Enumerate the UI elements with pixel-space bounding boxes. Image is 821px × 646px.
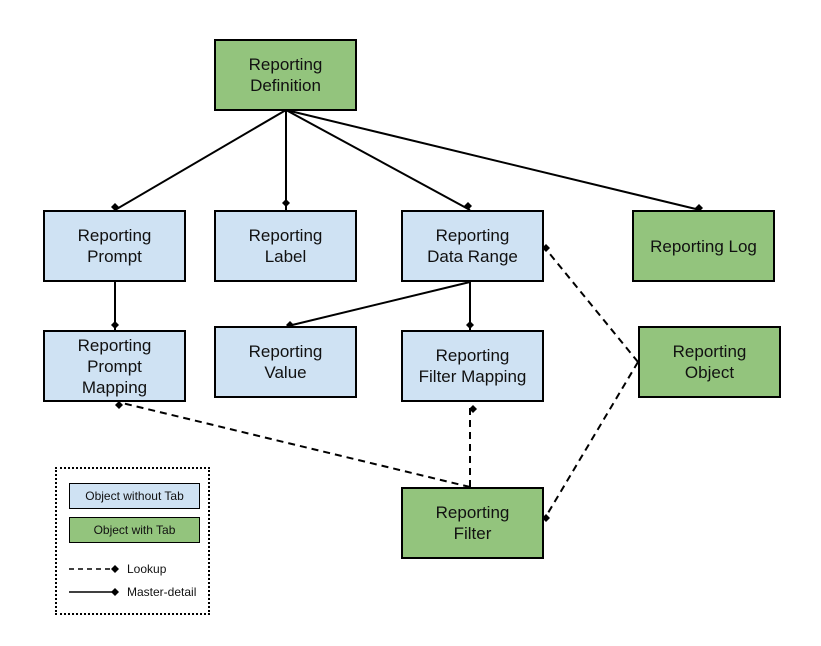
edge-definition-prompt — [114, 109, 287, 211]
legend-lookup-label: Lookup — [127, 562, 167, 576]
edge-data-range-value — [287, 281, 471, 327]
diamond-lookup-data-range — [542, 244, 550, 252]
node-reporting-data-range: Reporting Data Range — [401, 210, 544, 282]
edge-object-data-range — [544, 247, 639, 363]
legend-master-detail-diamond — [111, 588, 119, 596]
node-reporting-value: Reporting Value — [214, 326, 357, 398]
node-reporting-filter: Reporting Filter — [401, 487, 544, 559]
node-reporting-filter-mapping: Reporting Filter Mapping — [401, 330, 544, 402]
legend-object-with-tab: Object with Tab — [69, 517, 200, 543]
legend-object-without-tab: Object without Tab — [69, 483, 200, 509]
edge-object-filter — [544, 361, 639, 519]
node-reporting-prompt: Reporting Prompt — [43, 210, 186, 282]
legend-line-samples — [69, 565, 119, 596]
legend-master-detail-label: Master-detail — [127, 585, 197, 599]
edge-filter-prompt-mapping — [117, 401, 471, 488]
node-reporting-definition: Reporting Definition — [214, 39, 357, 111]
legend: Object without Tab Object with Tab Looku… — [55, 467, 210, 615]
edge-definition-log — [285, 109, 701, 211]
diamond-prompt — [111, 203, 119, 211]
node-reporting-prompt-mapping: Reporting Prompt Mapping — [43, 330, 186, 402]
diamond-lookup-prompt-mapping — [115, 401, 123, 409]
node-reporting-log: Reporting Log — [632, 210, 775, 282]
diamond-filter-mapping — [466, 321, 474, 329]
diamond-data-range — [464, 202, 472, 210]
legend-lookup-diamond — [111, 565, 119, 573]
diamond-prompt-mapping — [111, 321, 119, 329]
node-reporting-object: Reporting Object — [638, 326, 781, 398]
node-reporting-label: Reporting Label — [214, 210, 357, 282]
edge-definition-data-range — [285, 109, 471, 211]
diamond-lookup-filter-mapping — [469, 405, 477, 413]
diamond-label — [282, 199, 290, 207]
diamond-lookup-filter — [542, 514, 550, 522]
